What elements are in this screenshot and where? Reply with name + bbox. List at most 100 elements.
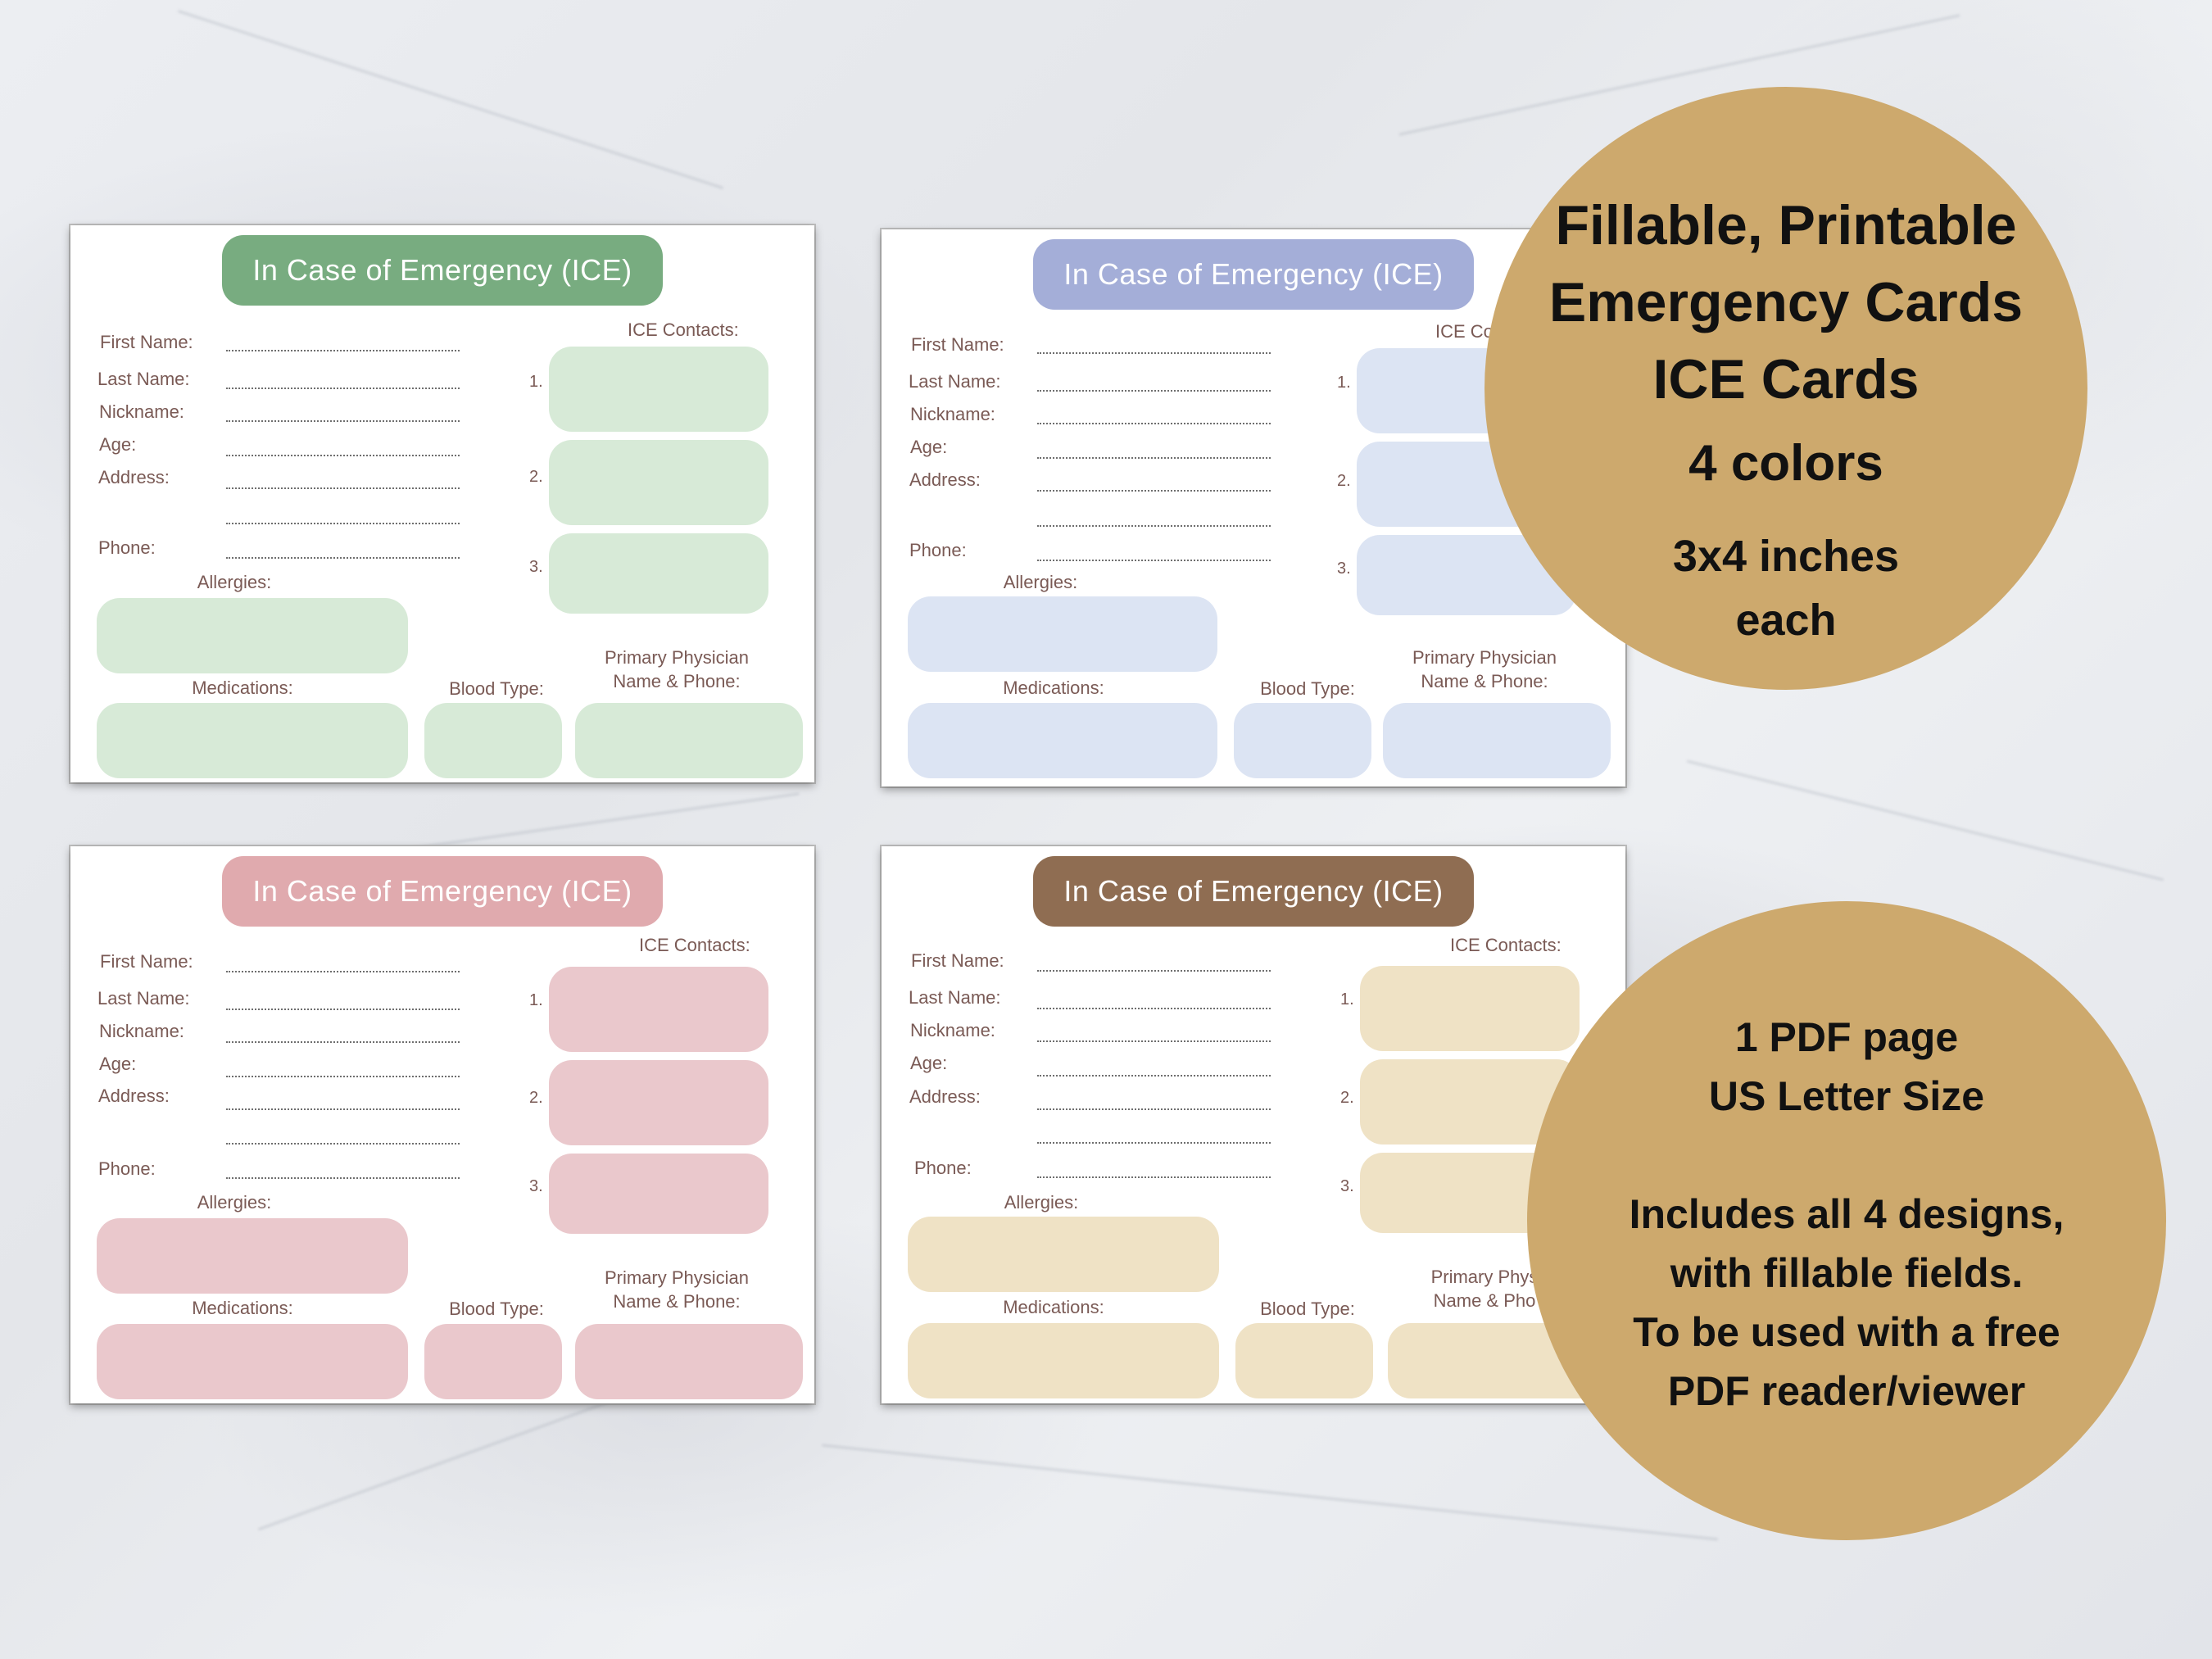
age-field[interactable]	[1037, 1075, 1271, 1077]
contact-number-1: 1.	[529, 991, 543, 1009]
physician-label-line-1: Primary Physician	[604, 647, 750, 668]
ice-contacts-label: ICE Contacts:	[639, 935, 750, 955]
ice-contacts-label: ICE Co	[1435, 321, 1494, 342]
blood-type-field[interactable]	[424, 1324, 562, 1399]
phone-label: Phone:	[98, 537, 156, 558]
phone-field[interactable]	[226, 1177, 460, 1179]
medications-label: Medications:	[192, 1298, 293, 1318]
badge-line: PDF reader/viewer	[1667, 1368, 2026, 1414]
card-title: In Case of Emergency (ICE)	[222, 856, 663, 927]
medications-field[interactable]	[97, 1324, 408, 1399]
address-field-line-2[interactable]	[1037, 525, 1271, 527]
ice-contact-1-field[interactable]	[1360, 966, 1580, 1051]
physician-label-line-1: Primary Physician	[604, 1267, 750, 1288]
address-field[interactable]	[226, 1108, 460, 1110]
nickname-field[interactable]	[226, 1041, 460, 1043]
first-name-field[interactable]	[1037, 970, 1271, 972]
badge-line: To be used with a free	[1633, 1309, 2060, 1355]
address-field[interactable]	[226, 487, 460, 489]
nickname-field[interactable]	[1037, 1040, 1271, 1042]
medications-field[interactable]	[97, 703, 408, 778]
phone-field[interactable]	[1037, 560, 1271, 561]
phone-label: Phone:	[914, 1158, 972, 1178]
blood-type-field[interactable]	[424, 703, 562, 778]
phone-field[interactable]	[226, 557, 460, 559]
ice-contact-1-field[interactable]	[549, 347, 768, 432]
card-title: In Case of Emergency (ICE)	[1033, 856, 1474, 927]
marble-vein	[821, 1444, 1719, 1541]
age-label: Age:	[99, 1054, 137, 1074]
contact-number-3: 3.	[529, 1177, 543, 1195]
physician-label-line-2: Name & Phone:	[1421, 671, 1548, 691]
physician-field[interactable]	[575, 1324, 803, 1399]
physician-label-line-2: Name & Phone:	[613, 1291, 741, 1312]
last-name-label: Last Name:	[97, 988, 190, 1009]
address-field-line-2[interactable]	[226, 1143, 460, 1145]
blood-type-field[interactable]	[1235, 1323, 1373, 1398]
first-name-field[interactable]	[226, 971, 460, 972]
first-name-field[interactable]	[226, 350, 460, 351]
blood-type-label: Blood Type:	[449, 678, 544, 699]
allergies-field[interactable]	[908, 1217, 1219, 1292]
allergies-field[interactable]	[97, 1218, 408, 1294]
feature-badge-top: Fillable, Printable Emergency Cards ICE …	[1484, 87, 2087, 690]
allergies-label: Allergies:	[197, 572, 272, 592]
address-label: Address:	[909, 1086, 981, 1107]
address-label: Address:	[909, 469, 981, 490]
last-name-field[interactable]	[1037, 1008, 1271, 1009]
marble-vein	[177, 9, 724, 190]
medications-label: Medications:	[1003, 678, 1104, 698]
age-field[interactable]	[226, 1076, 460, 1077]
address-field-line-2[interactable]	[226, 523, 460, 524]
address-field[interactable]	[1037, 490, 1271, 492]
blood-type-label: Blood Type:	[1260, 1299, 1355, 1319]
card-title: In Case of Emergency (ICE)	[1033, 239, 1474, 310]
blood-type-label: Blood Type:	[1260, 678, 1355, 699]
allergies-field[interactable]	[97, 598, 408, 673]
ice-contacts-label: ICE Contacts:	[628, 320, 739, 340]
physician-label-line-1: Primary Physician	[1412, 647, 1557, 668]
last-name-field[interactable]	[1037, 390, 1271, 392]
first-name-label: First Name:	[911, 334, 1004, 355]
ice-card-pink: In Case of Emergency (ICE) First Name: L…	[70, 846, 814, 1403]
last-name-label: Last Name:	[909, 371, 1001, 392]
contact-number-3: 3.	[1340, 1177, 1354, 1195]
ice-card-green: In Case of Emergency (ICE) First Name: L…	[70, 225, 814, 782]
contact-number-2: 2.	[529, 1089, 543, 1107]
ice-contact-1-field[interactable]	[549, 967, 768, 1052]
blood-type-field[interactable]	[1234, 703, 1371, 778]
medications-field[interactable]	[908, 1323, 1219, 1398]
last-name-field[interactable]	[226, 388, 460, 389]
ice-contacts-label: ICE Contacts:	[1450, 935, 1562, 955]
first-name-field[interactable]	[1037, 352, 1271, 354]
age-field[interactable]	[1037, 457, 1271, 459]
medications-field[interactable]	[908, 703, 1217, 778]
age-field[interactable]	[226, 455, 460, 456]
age-label: Age:	[910, 1053, 948, 1073]
ice-contact-2-field[interactable]	[549, 440, 768, 525]
address-field-line-2[interactable]	[1037, 1142, 1271, 1144]
age-label: Age:	[99, 434, 137, 455]
feature-badge-bottom: 1 PDF page US Letter Size Includes all 4…	[1527, 901, 2166, 1540]
nickname-field[interactable]	[1037, 423, 1271, 424]
nickname-field[interactable]	[226, 420, 460, 422]
address-field[interactable]	[1037, 1108, 1271, 1110]
badge-line: 3x4 inches	[1672, 532, 1900, 581]
physician-field[interactable]	[575, 703, 803, 778]
badge-line: ICE Cards	[1652, 348, 1920, 410]
ice-contact-3-field[interactable]	[549, 533, 768, 614]
phone-field[interactable]	[1037, 1176, 1271, 1178]
badge-line: each	[1735, 596, 1837, 645]
physician-label-line-1: Primary Phys	[1430, 1267, 1539, 1287]
ice-contact-2-field[interactable]	[549, 1060, 768, 1145]
physician-label-line-2: Name & Pho	[1433, 1290, 1536, 1311]
physician-field[interactable]	[1383, 703, 1611, 778]
contact-number-1: 1.	[1337, 374, 1351, 392]
allergies-field[interactable]	[908, 596, 1217, 672]
phone-label: Phone:	[98, 1158, 156, 1179]
contact-number-2: 2.	[529, 468, 543, 486]
last-name-field[interactable]	[226, 1009, 460, 1010]
address-label: Address:	[98, 1086, 170, 1106]
allergies-label: Allergies:	[1004, 1192, 1079, 1213]
ice-contact-3-field[interactable]	[549, 1154, 768, 1234]
